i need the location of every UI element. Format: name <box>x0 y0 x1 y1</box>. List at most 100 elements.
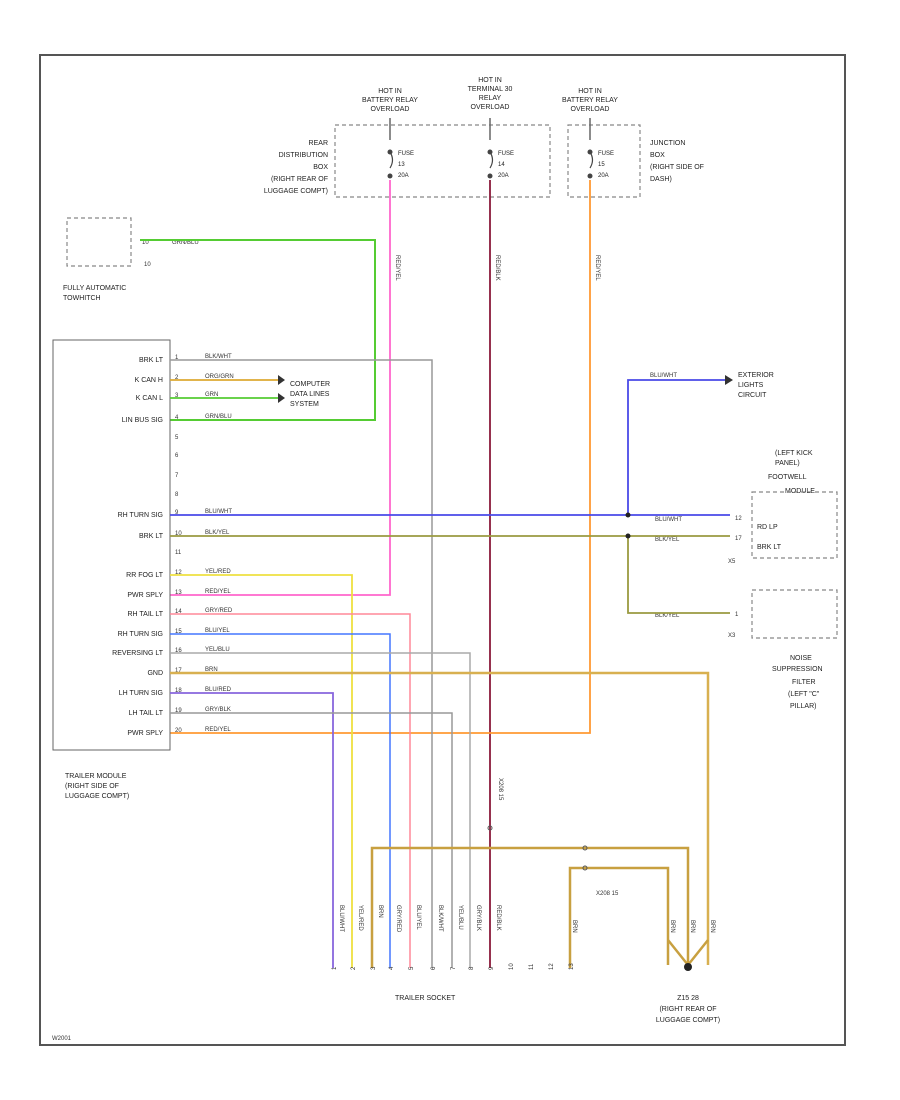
svg-text:PANEL): PANEL) <box>775 460 800 467</box>
noise-filter-label: NOISE SUPPRESSION FILTER (LEFT "C" PILLA… <box>772 655 823 710</box>
splice-dot <box>625 512 631 518</box>
svg-text:LUGGAGE COMPT): LUGGAGE COMPT) <box>65 793 129 800</box>
diagram-frame <box>39 54 846 1046</box>
wire-gray-lh-tail <box>170 712 453 968</box>
fuse-label: 15 <box>598 162 605 168</box>
power-source-3: HOT IN BATTERY RELAY OVERLOAD <box>562 88 618 113</box>
computer-data-lines: COMPUTER DATA LINES SYSTEM <box>278 375 330 408</box>
wire-color-label: BLU/WHT <box>650 373 677 379</box>
footwell-module-outline <box>751 491 838 559</box>
wire-color-label: RED/YEL <box>205 727 231 733</box>
wire-color-label: BLK/YEL <box>655 537 680 543</box>
wire-gray-brk-lt <box>170 359 433 968</box>
module-pin-name: PWR SPLY <box>127 730 163 737</box>
power-source-label: OVERLOAD <box>371 106 410 113</box>
svg-text:(LEFT KICK: (LEFT KICK <box>775 450 813 457</box>
wire-orange-fuse15 <box>170 180 591 734</box>
fuse-label: 20A <box>598 173 609 179</box>
rear-distribution-box-outline <box>334 124 551 198</box>
wire-color-label: BLK/WHT <box>437 905 443 932</box>
fuse-label: 20A <box>398 173 409 179</box>
power-source-label: HOT IN <box>378 88 402 95</box>
fuse-13: FUSE 13 20A <box>387 118 414 179</box>
wire-brown-gnd <box>170 671 710 965</box>
svg-text:BOX: BOX <box>650 152 665 159</box>
svg-text:NOISE: NOISE <box>790 655 812 662</box>
fuse-label: FUSE <box>398 151 414 157</box>
wire-color-label: GRN/BLU <box>205 414 232 420</box>
svg-text:FOOTWELL: FOOTWELL <box>768 474 807 481</box>
module-pin-name: RH TURN SIG <box>118 512 163 519</box>
wire-purple-lh-turn <box>170 692 334 968</box>
power-source-label: RELAY <box>479 95 502 102</box>
svg-text:Z15 28: Z15 28 <box>677 995 699 1002</box>
power-source-label: BATTERY RELAY <box>562 97 618 104</box>
power-source-label: BATTERY RELAY <box>362 97 418 104</box>
socket-pin-number: 5 <box>409 966 415 970</box>
towhitch-module-outline <box>66 217 132 267</box>
pin-label: 12 <box>735 516 742 522</box>
svg-text:DISTRIBUTION: DISTRIBUTION <box>279 152 328 159</box>
socket-pin-number: 2 <box>351 966 357 970</box>
left-kick-panel-label: (LEFT KICK PANEL) FOOTWELL MODULE <box>768 450 815 495</box>
wire-color-label: YEL/RED <box>205 569 231 575</box>
wire-color-label: GRY/RED <box>205 608 233 614</box>
socket-pin-number: 8 <box>469 966 475 970</box>
power-source-1: HOT IN BATTERY RELAY OVERLOAD <box>362 88 418 113</box>
footer-code: W2001 <box>52 1036 72 1042</box>
fuse-15: FUSE 15 20A <box>587 118 614 179</box>
module-pin-number: 8 <box>175 492 179 498</box>
wire-color-label: RED/YEL <box>205 589 231 595</box>
arrow-icon <box>725 375 733 385</box>
svg-text:MODULE: MODULE <box>785 488 815 495</box>
wire-brown-ground-loop-2 <box>568 866 670 968</box>
svg-text:(RIGHT SIDE OF: (RIGHT SIDE OF <box>65 783 119 790</box>
exterior-lights-label: EXTERIOR LIGHTS CIRCUIT <box>738 372 774 399</box>
svg-text:TOWHITCH: TOWHITCH <box>63 295 101 302</box>
splice-connector-icon <box>582 845 588 851</box>
module-pin-number: 11 <box>175 550 182 556</box>
wire-color-label: BLU/RED <box>205 687 232 693</box>
svg-text:(RIGHT REAR OF: (RIGHT REAR OF <box>659 1006 716 1013</box>
wire-color-label: BRN <box>571 920 577 933</box>
pin-label: 17 <box>735 536 742 542</box>
module-pin-name: LIN BUS SIG <box>122 417 163 424</box>
socket-pin-number: 1 <box>332 966 338 970</box>
ground-point-icon <box>684 963 692 971</box>
wire-color-label: BRN <box>377 905 383 918</box>
wire-color-label: YEL/RED <box>357 905 363 931</box>
wire-gray-reversing <box>170 652 471 968</box>
svg-text:(RIGHT REAR OF: (RIGHT REAR OF <box>271 176 328 183</box>
svg-text:SYSTEM: SYSTEM <box>290 401 319 408</box>
fuse-label: 20A <box>498 173 509 179</box>
wire-color-label: BRN <box>689 920 695 933</box>
module-pin-name: RH TURN SIG <box>118 631 163 638</box>
module-pin-number: 7 <box>175 473 179 479</box>
module-pin-name: LH TAIL LT <box>129 710 164 717</box>
module-pin-name: PWR SPLY <box>127 592 163 599</box>
module-pin-number: 9 <box>175 510 179 516</box>
module-pin-number: 2 <box>175 375 179 381</box>
socket-pin-number: 6 <box>431 966 437 970</box>
wire-color-label: GRN <box>205 392 218 398</box>
wire-color-label: BLK/WHT <box>205 354 232 360</box>
power-source-label: OVERLOAD <box>571 106 610 113</box>
module-pin-number: 15 <box>175 629 182 635</box>
fuse-label: FUSE <box>598 151 614 157</box>
wire-color-label: GRN/BLU <box>172 240 199 246</box>
fuse-label: FUSE <box>498 151 514 157</box>
wire-color-label: BLU/YEL <box>415 905 421 930</box>
connector-label: X5 <box>728 559 736 565</box>
module-pin-name: BRK LT <box>139 357 164 364</box>
module-pin-name: LH TURN SIG <box>119 690 163 697</box>
module-pin-name: GND <box>147 670 163 677</box>
module-pin-name: K CAN L <box>136 395 163 402</box>
wire-olive-noise <box>627 536 730 614</box>
splice-label: X208 15 <box>497 778 503 801</box>
svg-text:PILLAR): PILLAR) <box>790 703 816 710</box>
trailer-module-label: TRAILER MODULE (RIGHT SIDE OF LUGGAGE CO… <box>65 773 129 800</box>
svg-text:LIGHTS: LIGHTS <box>738 382 764 389</box>
module-pin-number: 13 <box>175 590 182 596</box>
